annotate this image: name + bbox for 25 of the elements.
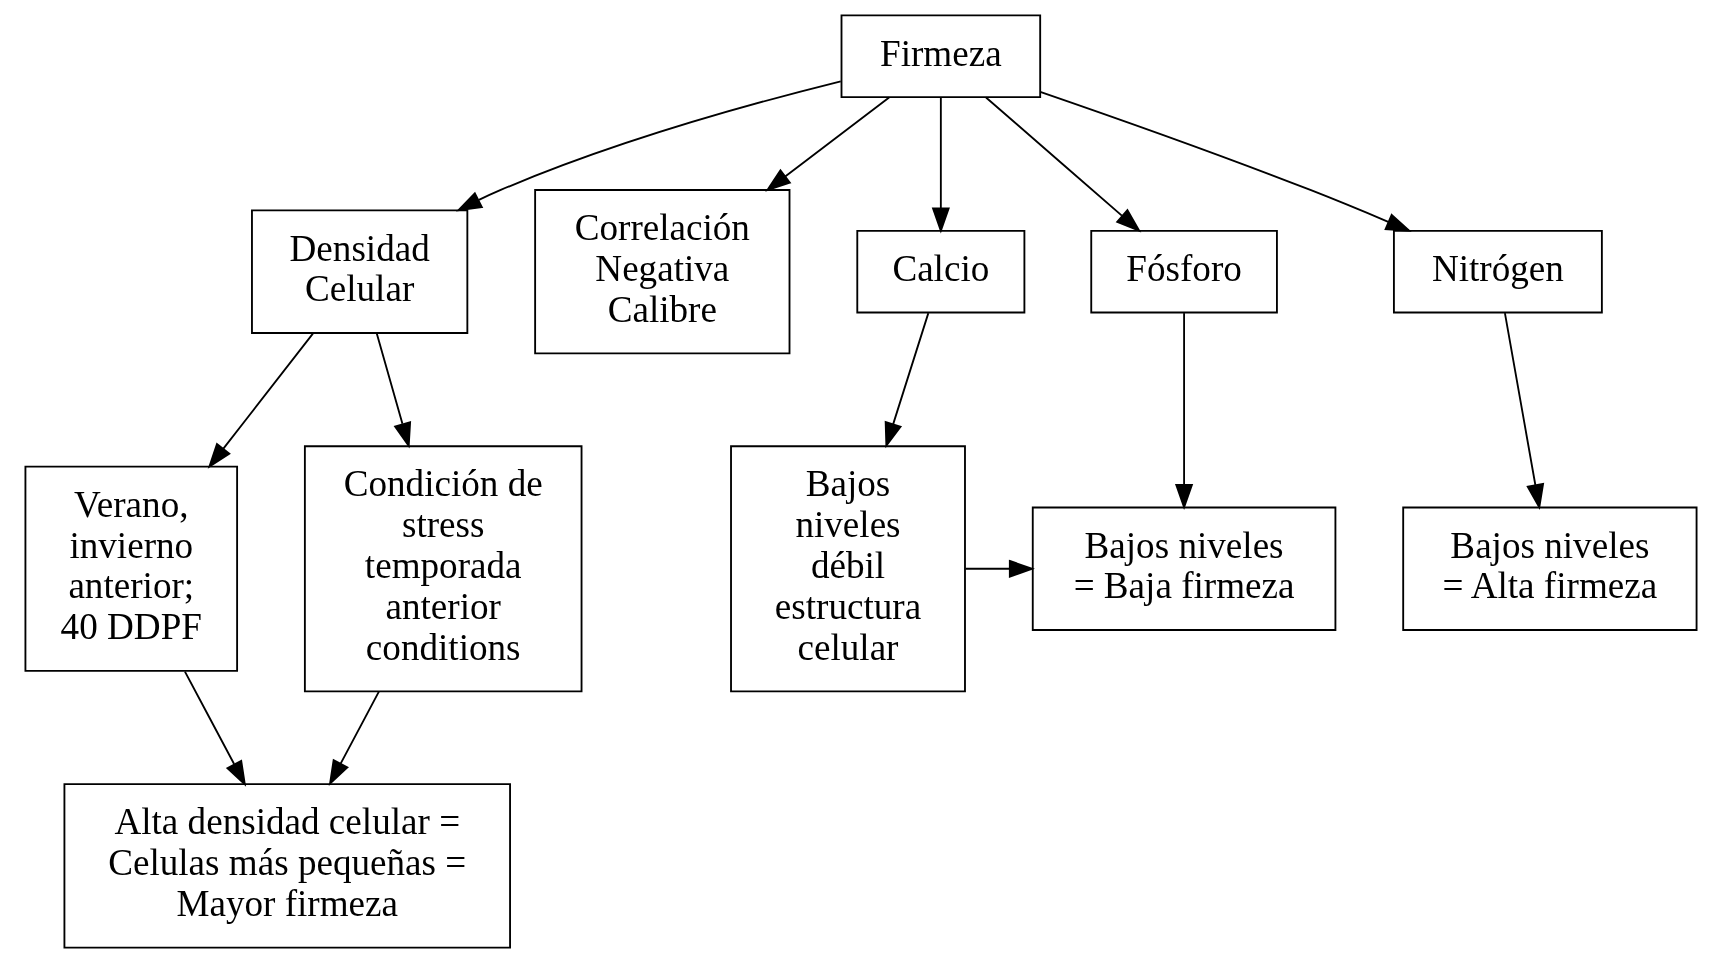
arrow bbox=[207, 332, 314, 469]
arrow bbox=[984, 96, 1141, 233]
node-box: Alta densidad celular = Celulas más pequeñas = Mayor firmeza bbox=[63, 783, 511, 949]
arrow bbox=[931, 96, 950, 234]
node-box: Bajos niveles = Alta firmeza bbox=[1401, 506, 1697, 631]
node-box: Verano, invierno anterior; 40 DDPF bbox=[24, 465, 238, 672]
arrow bbox=[455, 80, 842, 212]
arrow bbox=[1503, 312, 1544, 510]
arrow bbox=[1174, 312, 1193, 510]
arrow bbox=[183, 670, 246, 787]
node-box: Densidad Celular bbox=[250, 209, 468, 334]
node-box: Correlación Negativa Calibre bbox=[533, 189, 790, 355]
node-box: Bajos niveles débil estructura celular bbox=[729, 445, 966, 693]
arrow bbox=[764, 96, 890, 192]
node-box: Bajos niveles = Baja firmeza bbox=[1031, 506, 1336, 631]
node-box: Nitrógen bbox=[1392, 229, 1603, 314]
arrow bbox=[328, 690, 380, 786]
node-box: Firmeza bbox=[840, 14, 1041, 99]
arrow bbox=[964, 559, 1035, 578]
arrow bbox=[884, 312, 929, 449]
arrow bbox=[1038, 90, 1412, 232]
node-box: Fósforo bbox=[1089, 229, 1278, 314]
node-box: Condición de stress temporada anterior conditions bbox=[303, 445, 582, 693]
node-box: Calcio bbox=[855, 229, 1025, 314]
arrow bbox=[375, 332, 411, 449]
